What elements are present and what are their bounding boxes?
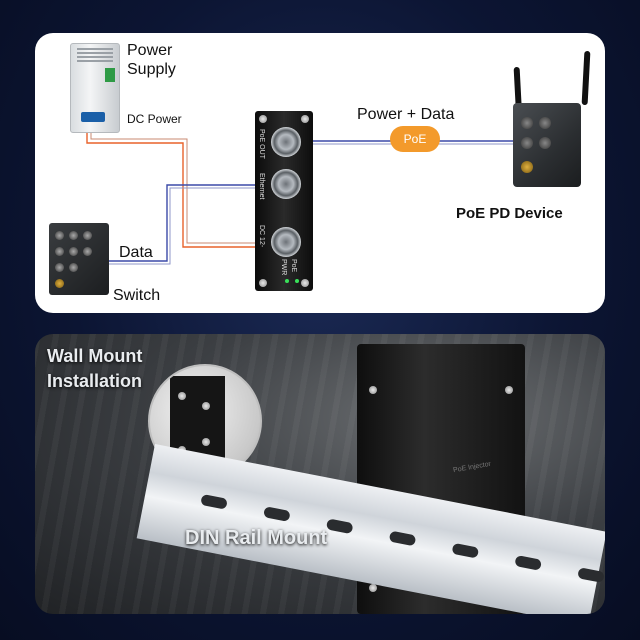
poe-out-port-label: PoE OUT — [258, 129, 265, 159]
screw — [505, 386, 513, 394]
screw — [259, 279, 267, 287]
pd-port — [521, 161, 533, 173]
data-line-2 — [109, 187, 275, 265]
dc-port-label: DC 12- — [258, 225, 265, 248]
data-label: Data — [119, 244, 153, 261]
pwr-led-label: PWR — [280, 259, 287, 276]
screw — [369, 386, 377, 394]
screw — [301, 115, 309, 123]
screw — [369, 584, 377, 592]
ethernet-port-label: Ethernet — [258, 173, 265, 200]
poe-out-port — [271, 127, 301, 157]
switch-port — [69, 263, 78, 272]
rail-slot — [388, 530, 417, 547]
power-supply-label: Power Supply — [127, 42, 176, 78]
switch-port — [55, 247, 64, 256]
rail-slot — [514, 555, 542, 571]
rail-slot — [451, 542, 480, 559]
wall-mount-label: Wall Mount Installation — [47, 346, 143, 391]
rail-slot — [263, 506, 291, 522]
dc-power-line-2 — [90, 131, 275, 244]
screw — [202, 402, 210, 410]
rail-slot — [200, 493, 228, 510]
switch-image — [49, 223, 109, 295]
switch-port — [69, 247, 78, 256]
pd-port — [521, 117, 533, 129]
poe-pd-device-image — [513, 103, 581, 187]
switch-port — [55, 231, 64, 240]
din-rail-label: DIN Rail Mount — [185, 527, 328, 549]
dc-power-line — [86, 131, 275, 248]
connection-diagram: Power Supply DC Power PoE OUT Ethernet D… — [35, 33, 605, 313]
installation-photo: PoE Injector Wall Mount Installation DIN… — [35, 334, 605, 614]
power-data-label: Power + Data — [357, 106, 455, 123]
switch-port — [55, 279, 64, 288]
switch-port — [69, 231, 78, 240]
poe-badge: PoE — [390, 126, 440, 152]
switch-port — [83, 231, 92, 240]
pd-port — [539, 117, 551, 129]
screw — [301, 279, 309, 287]
switch-label: Switch — [113, 287, 161, 304]
switch-port — [55, 263, 64, 272]
power-supply-vent — [77, 48, 113, 62]
power-supply-panel — [81, 112, 105, 122]
pd-port — [539, 137, 551, 149]
poe-injector-image: PoE OUT Ethernet DC 12- PoE PWR — [255, 111, 313, 291]
dc-in-port — [271, 227, 301, 257]
power-supply-terminal — [105, 68, 115, 82]
screw — [178, 392, 186, 400]
ethernet-port — [271, 169, 301, 199]
power-supply-image — [70, 43, 120, 133]
switch-port — [83, 247, 92, 256]
screw — [202, 438, 210, 446]
dc-power-label: DC Power — [127, 112, 182, 126]
pwr-led — [285, 279, 289, 283]
enclosure-marking: PoE Injector — [452, 460, 492, 475]
screw — [259, 115, 267, 123]
pd-device-label: PoE PD Device — [456, 205, 563, 222]
pd-port — [521, 137, 533, 149]
data-line — [109, 184, 275, 262]
poe-led-label: PoE — [290, 259, 297, 273]
rail-slot — [325, 518, 354, 535]
poe-led — [295, 279, 299, 283]
